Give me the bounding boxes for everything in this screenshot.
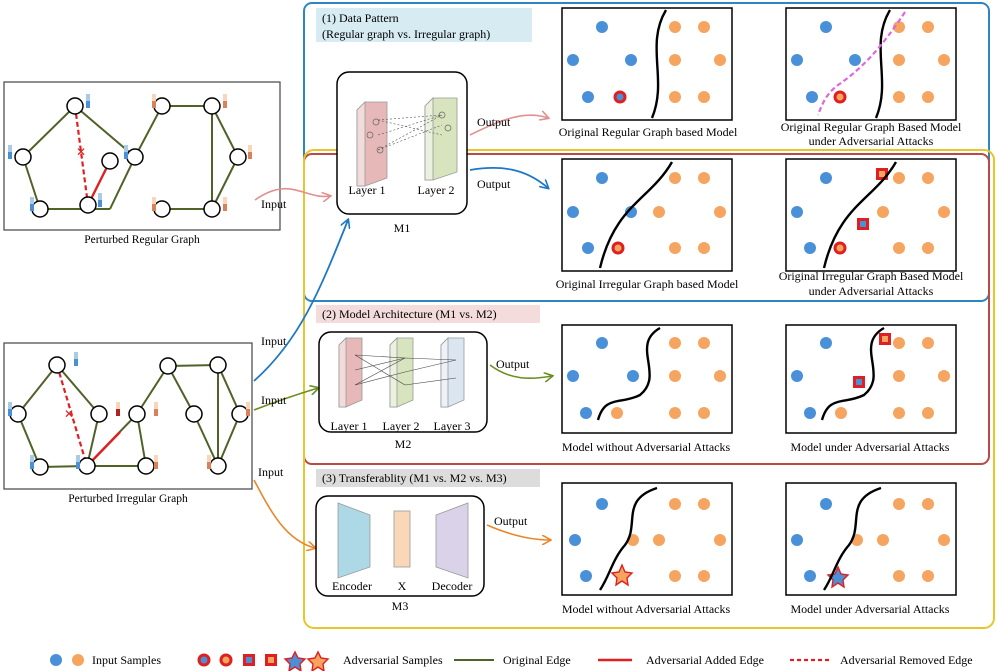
m3-x-label: X bbox=[398, 579, 407, 593]
svg-text:✕: ✕ bbox=[64, 407, 74, 421]
legend-orange-sample bbox=[72, 654, 84, 666]
panel-regular-attacked bbox=[785, 7, 957, 121]
input-label-4: Input bbox=[258, 465, 284, 479]
m1-layer2-label: Layer 2 bbox=[418, 183, 455, 197]
section2-title: (2) Model Architecture (M1 vs. M2) bbox=[322, 307, 497, 321]
m1-name: M1 bbox=[394, 221, 411, 235]
panel-irregular-attacked bbox=[785, 158, 957, 272]
regular-graph: ✕ Perturbed Regular Grap bbox=[3, 81, 281, 246]
panel-m3-original bbox=[561, 482, 733, 596]
input-arrow-m3 bbox=[253, 479, 315, 548]
legend-removed-edge: Adversarial Removed Edge bbox=[840, 653, 973, 667]
m3-decoder-label: Decoder bbox=[432, 579, 473, 593]
irregular-graph-caption: Perturbed Irregular Graph bbox=[68, 493, 188, 505]
panel6-caption: Model under Adversarial Attacks bbox=[791, 440, 950, 454]
m3-name: M3 bbox=[392, 599, 409, 613]
model-m2: Layer 1 Layer 2 Layer 3 M2 bbox=[318, 331, 488, 451]
output-label-1: Output bbox=[477, 115, 511, 129]
section1-title-bg bbox=[316, 8, 532, 42]
panel4-caption-2: under Adversarial Attacks bbox=[809, 284, 934, 298]
model-m1: Layer 1 Layer 2 M1 bbox=[336, 71, 468, 235]
panel7-caption: Model without Adversarial Attacks bbox=[562, 602, 731, 616]
panel-irregular-original bbox=[561, 158, 733, 272]
panel4-caption-1: Original Irregular Graph Based Model bbox=[779, 269, 964, 283]
input-label-1: Input bbox=[261, 197, 287, 211]
output-arrow-m2 bbox=[489, 364, 552, 378]
output-arrow-m1-irregular bbox=[469, 167, 548, 188]
section3-title: (3) Transferablity (M1 vs. M2 vs. M3) bbox=[322, 471, 507, 485]
input-arrow-regular bbox=[254, 188, 330, 200]
panel1-caption: Original Regular Graph based Model bbox=[559, 125, 738, 139]
irregular-graph: ✕ Perturbed Irregular Graph bbox=[3, 342, 253, 505]
panel-regular-original bbox=[561, 7, 733, 121]
m2-layer1-label: Layer 1 bbox=[331, 419, 368, 433]
m3-encoder-label: Encoder bbox=[332, 579, 372, 593]
panel-m2-attacked bbox=[785, 324, 957, 434]
legend-original-edge: Original Edge bbox=[503, 653, 571, 667]
output-arrow-m1-regular bbox=[469, 115, 548, 136]
panel-m2-original bbox=[561, 324, 733, 434]
panel8-caption: Model under Adversarial Attacks bbox=[791, 602, 950, 616]
input-label-2: Input bbox=[261, 334, 287, 348]
section3-title-bg bbox=[316, 469, 540, 487]
section2-title-bg bbox=[316, 305, 540, 323]
svg-text:✕: ✕ bbox=[76, 145, 86, 159]
section1-title: (1) Data Pattern bbox=[322, 11, 399, 25]
section-transfer-border bbox=[303, 149, 995, 629]
regular-graph-caption: Perturbed Regular Graph bbox=[84, 234, 200, 246]
section1-subtitle: (Regular graph vs. Irregular graph) bbox=[322, 27, 490, 41]
input-label-3: Input bbox=[261, 393, 287, 407]
panel3-caption: Original Irregular Graph based Model bbox=[556, 277, 739, 291]
m1-layer1-label: Layer 1 bbox=[349, 183, 386, 197]
input-arrow-irregular-m1 bbox=[253, 220, 348, 382]
legend: Input Samples Adversarial Samples Origin… bbox=[50, 650, 973, 671]
m2-name: M2 bbox=[395, 437, 412, 451]
output-label-4: Output bbox=[494, 514, 528, 528]
output-label-3: Output bbox=[496, 357, 530, 371]
m2-layer2-label: Layer 2 bbox=[383, 419, 420, 433]
input-arrow-m2 bbox=[253, 388, 318, 411]
m2-layer3-label: Layer 3 bbox=[434, 419, 471, 433]
legend-input-samples: Input Samples bbox=[92, 653, 161, 667]
panel2-caption-1: Original Regular Graph Based Model bbox=[781, 120, 962, 134]
output-label-2: Output bbox=[477, 177, 511, 191]
panel5-caption: Model without Adversarial Attacks bbox=[562, 440, 731, 454]
legend-added-edge: Adversarial Added Edge bbox=[646, 653, 764, 667]
panel2-caption-2: under Adversarial Attacks bbox=[809, 134, 934, 148]
legend-adversarial-samples: Adversarial Samples bbox=[343, 653, 443, 667]
legend-blue-sample bbox=[50, 654, 62, 666]
model-m3: Encoder X Decoder M3 bbox=[315, 495, 485, 613]
output-arrow-m3 bbox=[486, 524, 550, 540]
panel-m3-attacked bbox=[785, 482, 957, 596]
